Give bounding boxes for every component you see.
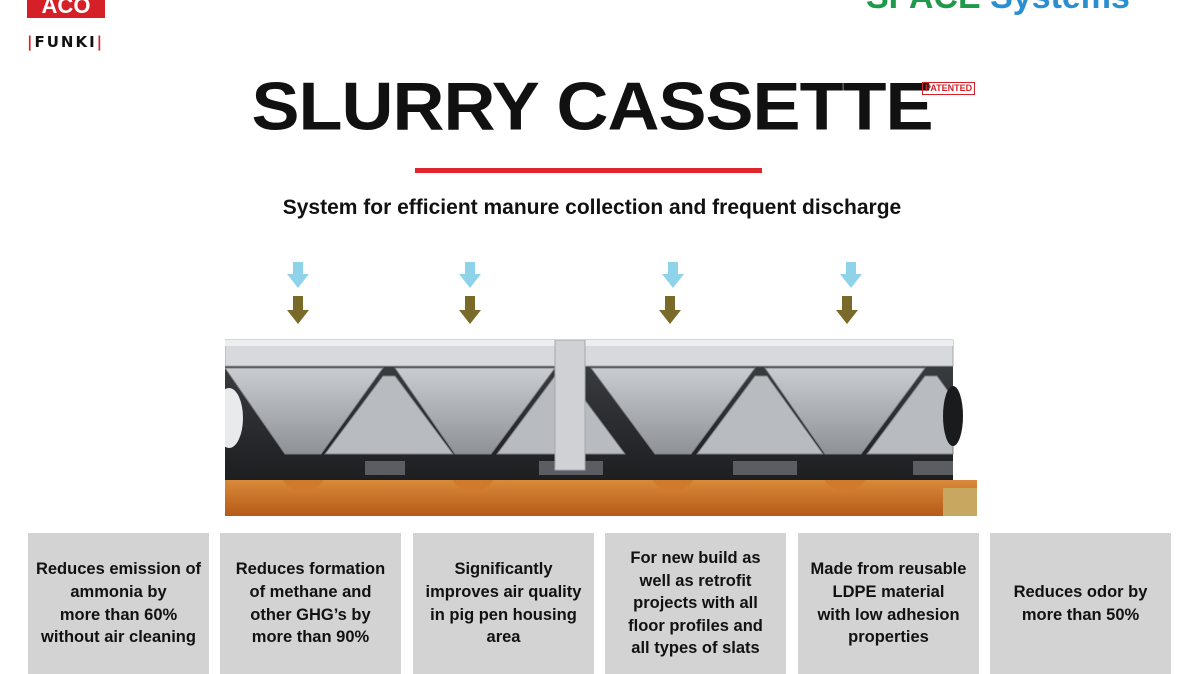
feature-text: Reduces odor by more than 50% bbox=[1013, 582, 1148, 624]
cassette-illustration bbox=[215, 258, 977, 516]
feature-card: For new build as well as retrofit projec… bbox=[605, 533, 786, 674]
pipe-end-right bbox=[943, 386, 963, 446]
funki-logo-text: FUNKI bbox=[34, 33, 97, 51]
air-arrow-icon bbox=[459, 262, 481, 288]
aco-logo: ACO bbox=[27, 0, 105, 18]
brand-part2: Systems bbox=[990, 0, 1130, 16]
page-title: SLURRY CASSETTE bbox=[251, 69, 933, 145]
feature-text: For new build as well as retrofit projec… bbox=[628, 549, 763, 658]
feature-text: Reduces emission of ammonia by more than… bbox=[35, 560, 202, 647]
page-subtitle: System for efficient manure collection a… bbox=[282, 196, 902, 219]
brand-part1: SPACE bbox=[866, 0, 981, 16]
air-arrow-icon bbox=[662, 262, 684, 288]
space-systems-logo: SPACE Systems bbox=[866, 0, 1130, 17]
feature-card: Made from reusable LDPE material with lo… bbox=[798, 533, 979, 674]
feature-text: Significantly improves air quality in pi… bbox=[425, 560, 582, 647]
feature-text: Reduces formation of methane and other G… bbox=[235, 560, 386, 647]
feature-card: Significantly improves air quality in pi… bbox=[413, 533, 594, 674]
airflow-arrows bbox=[287, 262, 862, 324]
air-arrow-icon bbox=[287, 262, 309, 288]
patented-badge: PATENTED bbox=[922, 82, 976, 95]
manure-arrow-icon bbox=[836, 296, 858, 324]
feature-card: Reduces formation of methane and other G… bbox=[220, 533, 401, 674]
aco-logo-text: ACO bbox=[42, 0, 91, 18]
manure-arrow-icon bbox=[459, 296, 481, 324]
cassette-hoppers bbox=[224, 367, 954, 475]
feature-card: Reduces emission of ammonia by more than… bbox=[28, 533, 209, 674]
feature-text: Made from reusable LDPE material with lo… bbox=[810, 560, 967, 647]
manure-arrow-icon bbox=[287, 296, 309, 324]
title-divider bbox=[415, 168, 762, 173]
funki-logo: |FUNKI| bbox=[27, 33, 105, 51]
cassette-top-slab bbox=[224, 339, 954, 471]
air-arrow-icon bbox=[840, 262, 862, 288]
feature-card: Reduces odor by more than 50% bbox=[990, 533, 1171, 674]
manure-arrow-icon bbox=[659, 296, 681, 324]
